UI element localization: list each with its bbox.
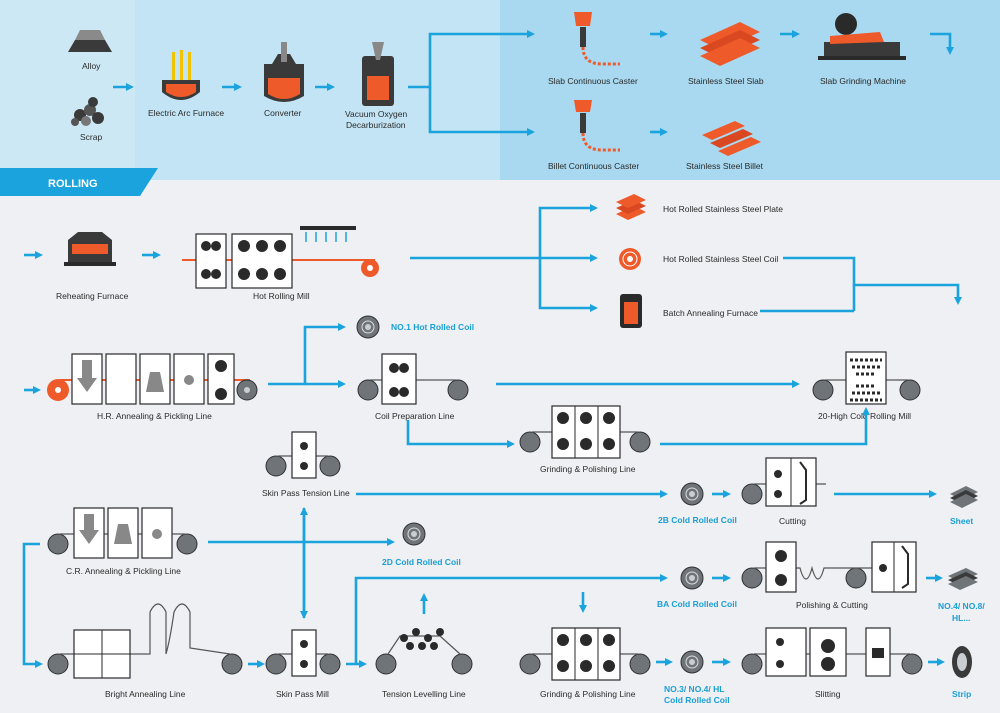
top-band-left bbox=[0, 0, 135, 180]
converter-icon bbox=[264, 42, 304, 102]
cold-2b-label: 2B Cold Rolled Coil bbox=[658, 515, 737, 525]
billet-caster-icon bbox=[574, 100, 620, 152]
ba-cold-rolled-coil-icon bbox=[680, 566, 704, 590]
alloy-label: Alloy bbox=[82, 61, 101, 71]
slab-grinding-machine-icon bbox=[818, 13, 906, 60]
grinding-polishing-line-1-icon bbox=[519, 405, 651, 459]
hr-plate-label: Hot Rolled Stainless Steel Plate bbox=[663, 204, 783, 214]
bright-annealing-line-icon bbox=[47, 603, 243, 679]
polished-sheet-stack-icon bbox=[948, 568, 978, 590]
tension-levelling-line-icon bbox=[375, 628, 473, 675]
cold-ba-label: BA Cold Rolled Coil bbox=[657, 599, 737, 609]
grind2-label: Grinding & Polishing Line bbox=[540, 689, 636, 699]
cr-annealing-pickling-icon bbox=[47, 507, 198, 559]
batch-anneal-label: Batch Annealing Furnace bbox=[663, 308, 758, 318]
hr-coil-label: Hot Rolled Stainless Steel Coil bbox=[663, 254, 778, 264]
billet-caster-label: Billet Continuous Caster bbox=[548, 161, 639, 171]
ss-billet-label: Stainless Steel Billet bbox=[686, 161, 764, 171]
sheet-label: Sheet bbox=[950, 516, 973, 526]
sheet-stack-icon bbox=[950, 486, 978, 508]
cold-2d-label: 2D Cold Rolled Coil bbox=[382, 557, 461, 567]
coil-prep-label: Coil Preparation Line bbox=[375, 411, 455, 421]
batch-annealing-furnace-icon bbox=[620, 294, 642, 328]
polish-cut-label: Polishing & Cutting bbox=[796, 600, 868, 610]
stainless-steel-billet-icon bbox=[702, 121, 761, 156]
bright-anneal-label: Bright Annealing Line bbox=[105, 689, 186, 699]
no4-label-line1: NO.4/ NO.8/ bbox=[938, 601, 985, 611]
hot-rolling-mill-label: Hot Rolling Mill bbox=[253, 291, 310, 301]
alloy-icon bbox=[68, 30, 112, 52]
cutting-label: Cutting bbox=[779, 516, 806, 526]
polishing-cutting-line-icon bbox=[741, 541, 917, 593]
hot-rolled-coil-icon bbox=[619, 248, 641, 270]
no1-hot-rolled-coil-icon bbox=[356, 315, 380, 339]
no3-cold-rolled-coil-icon bbox=[680, 650, 704, 674]
converter-label: Converter bbox=[264, 108, 301, 118]
no3-label-line1: NO.3/ NO.4/ HL bbox=[664, 684, 724, 694]
grinding-polishing-line-2-icon bbox=[519, 627, 651, 681]
hr-annealing-pickling-icon bbox=[47, 353, 258, 405]
hot-rolling-mill-icon bbox=[182, 226, 379, 289]
reheating-furnace-label: Reheating Furnace bbox=[56, 291, 129, 301]
ss-slab-label: Stainless Steel Slab bbox=[688, 76, 764, 86]
rolling-banner bbox=[0, 168, 158, 196]
cr-anneal-label: C.R. Annealing & Pickling Line bbox=[66, 566, 181, 576]
cutting-line-icon bbox=[741, 457, 826, 507]
rolling-area bbox=[0, 180, 1000, 713]
section-title: ROLLING bbox=[48, 178, 98, 190]
eaf-label: Electric Arc Furnace bbox=[148, 108, 224, 118]
no1-coil-label: NO.1 Hot Rolled Coil bbox=[391, 322, 474, 332]
2d-cold-rolled-coil-icon bbox=[402, 522, 426, 546]
coil-preparation-line-icon bbox=[357, 353, 469, 405]
vacuum-oxygen-decarburization-icon bbox=[362, 42, 394, 106]
vod-label-line1: Vacuum Oxygen bbox=[345, 109, 407, 119]
slab-grinding-label: Slab Grinding Machine bbox=[820, 76, 906, 86]
2b-cold-rolled-coil-icon bbox=[680, 482, 704, 506]
tension-level-label: Tension Levelling Line bbox=[382, 689, 466, 699]
skin-tension-label: Skin Pass Tension Line bbox=[262, 488, 350, 498]
slitting-label: Slitting bbox=[815, 689, 841, 699]
cold-rolling-mill-icon bbox=[812, 351, 921, 405]
hr-anneal-label: H.R. Annealing & Pickling Line bbox=[97, 411, 212, 421]
slab-caster-label: Slab Continuous Caster bbox=[548, 76, 638, 86]
slab-caster-icon bbox=[574, 12, 620, 66]
no3-label-line2: Cold Rolled Coil bbox=[664, 695, 730, 705]
scrap-icon bbox=[71, 97, 104, 126]
skin-pass-tension-line-icon bbox=[265, 431, 341, 479]
grind1-label: Grinding & Polishing Line bbox=[540, 464, 636, 474]
hot-rolled-plate-icon bbox=[616, 194, 646, 220]
slitting-line-icon bbox=[741, 627, 923, 677]
strip-label: Strip bbox=[952, 689, 971, 699]
electric-arc-furnace-icon bbox=[162, 50, 200, 100]
skin-pass-label: Skin Pass Mill bbox=[276, 689, 329, 699]
scrap-label: Scrap bbox=[80, 132, 102, 142]
cold-mill-label: 20-High Cold Rolling Mill bbox=[818, 411, 911, 421]
no4-label-line2: HL... bbox=[952, 613, 970, 623]
reheating-furnace-icon bbox=[64, 232, 116, 266]
stainless-steel-slab-icon bbox=[700, 22, 760, 66]
skin-pass-mill-icon bbox=[265, 629, 341, 677]
strip-coil-icon bbox=[952, 646, 972, 678]
vod-label-line2: Decarburization bbox=[346, 120, 406, 130]
